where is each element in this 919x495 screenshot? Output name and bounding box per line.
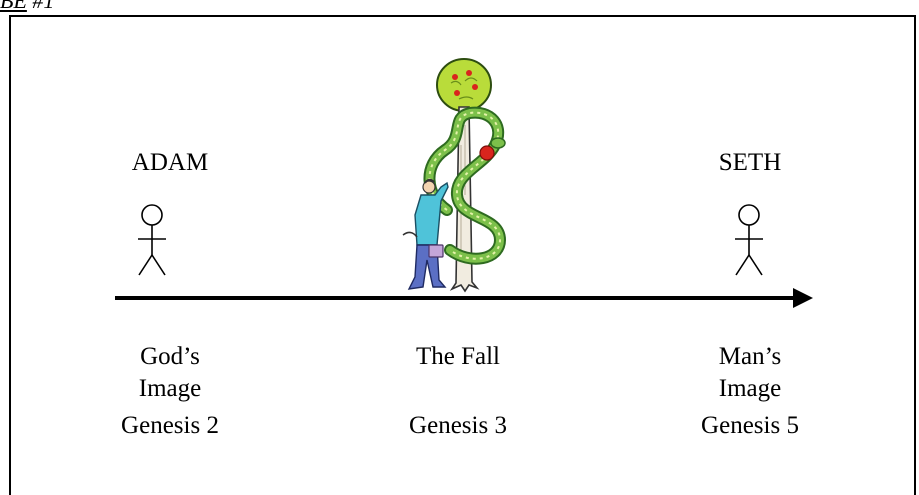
timeline-arrow (115, 288, 813, 308)
seth-caption-line2: Image (718, 375, 782, 402)
seth-caption-reference: Genesis 5 (701, 412, 799, 439)
header-fragment-underlined: BE (0, 0, 27, 13)
diagram-frame (9, 15, 916, 495)
adam-caption-line2: Image (138, 375, 202, 402)
seth-label: SETH (718, 149, 782, 176)
page-header-fragment: BE #1 (0, 0, 54, 12)
seth-caption-line1: Man’s (718, 343, 782, 370)
adam-caption-line1: God’s (140, 343, 200, 370)
header-fragment-rest: #1 (26, 0, 55, 13)
fall-tree-snake-man-icon (402, 58, 507, 293)
adam-label: ADAM (131, 149, 209, 176)
fall-caption-title: The Fall (415, 343, 500, 370)
adam-stick-figure-icon (138, 204, 166, 276)
seth-stick-figure-icon (735, 204, 763, 276)
fall-caption-reference: Genesis 3 (409, 412, 507, 439)
adam-caption-reference: Genesis 2 (121, 412, 219, 439)
